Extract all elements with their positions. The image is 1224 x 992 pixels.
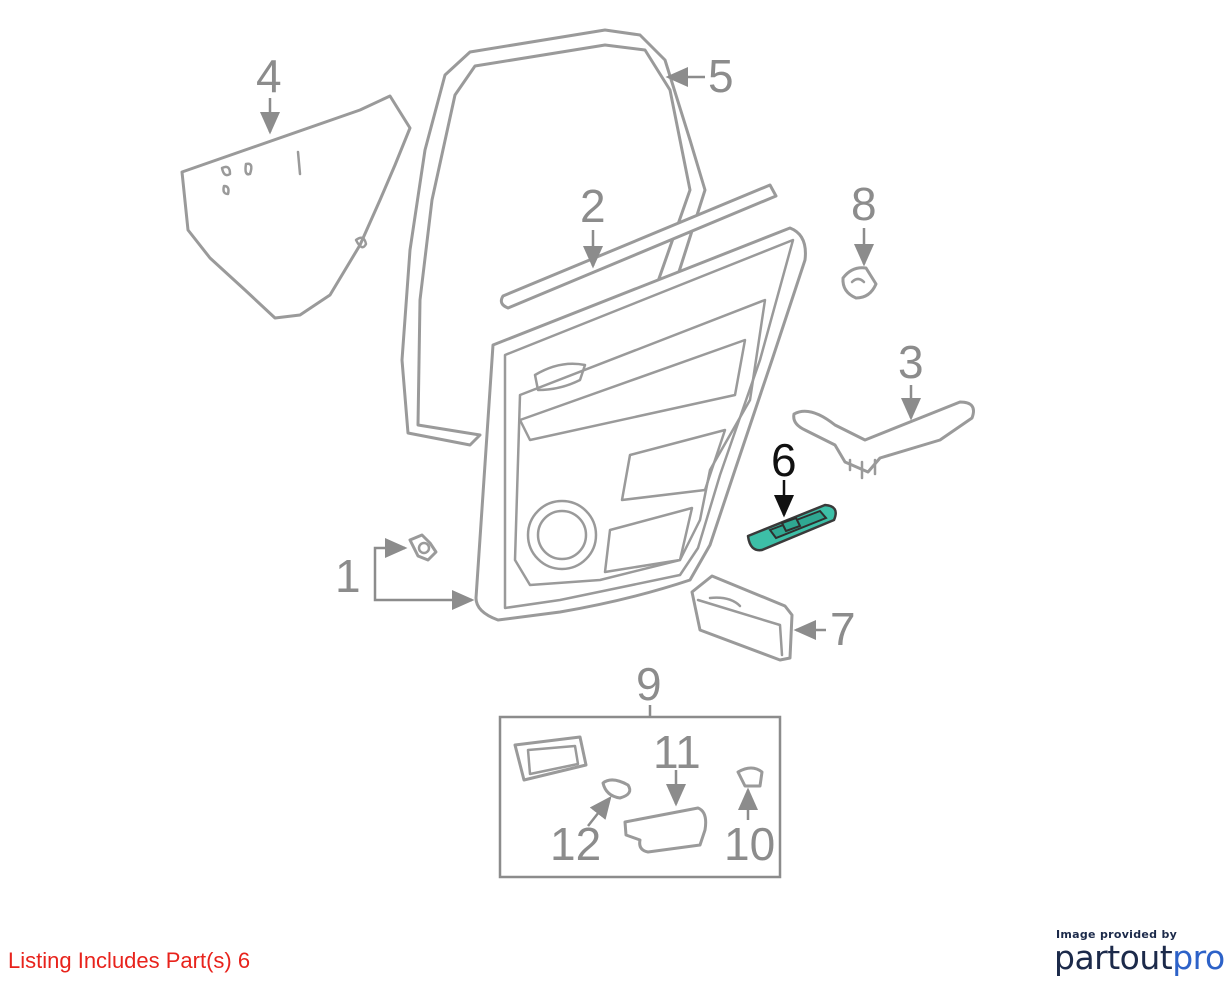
callout-3: 3 [898,336,924,388]
callout-2: 2 [580,180,606,232]
part-2-belt-molding [499,183,778,310]
leader-lines [260,67,921,827]
logo-part2: pro [1172,938,1224,977]
callout-6: 6 [771,434,797,486]
callout-9: 9 [636,658,662,710]
part-3-armrest [792,400,975,480]
part-9-kit-box [498,705,782,879]
callout-4: 4 [256,50,282,102]
image-credit: Image provided by [1056,928,1178,941]
logo-part1: partout [1054,938,1173,977]
part-9-handle-bezel [513,735,588,782]
part-12-bulb [601,778,632,800]
callout-10: 10 [724,818,775,870]
part-1-clip [408,533,438,562]
listing-includes-note: Listing Includes Part(s) 6 [8,948,251,973]
part-10-socket [736,766,764,788]
callout-12: 12 [550,818,601,870]
callout-11: 11 [653,726,701,778]
partoutpro-logo: partoutpro [1054,938,1224,977]
part-4-panel [180,94,412,320]
part-7-pocket [690,574,794,662]
part-6-switch-bezel [746,503,837,552]
callout-8: 8 [851,178,877,230]
part-11-lens [623,806,708,854]
callout-7: 7 [830,603,856,655]
door-trim-panel [474,226,807,622]
callout-5: 5 [708,50,734,102]
part-8-clip [841,266,878,300]
callout-1: 1 [335,550,361,602]
